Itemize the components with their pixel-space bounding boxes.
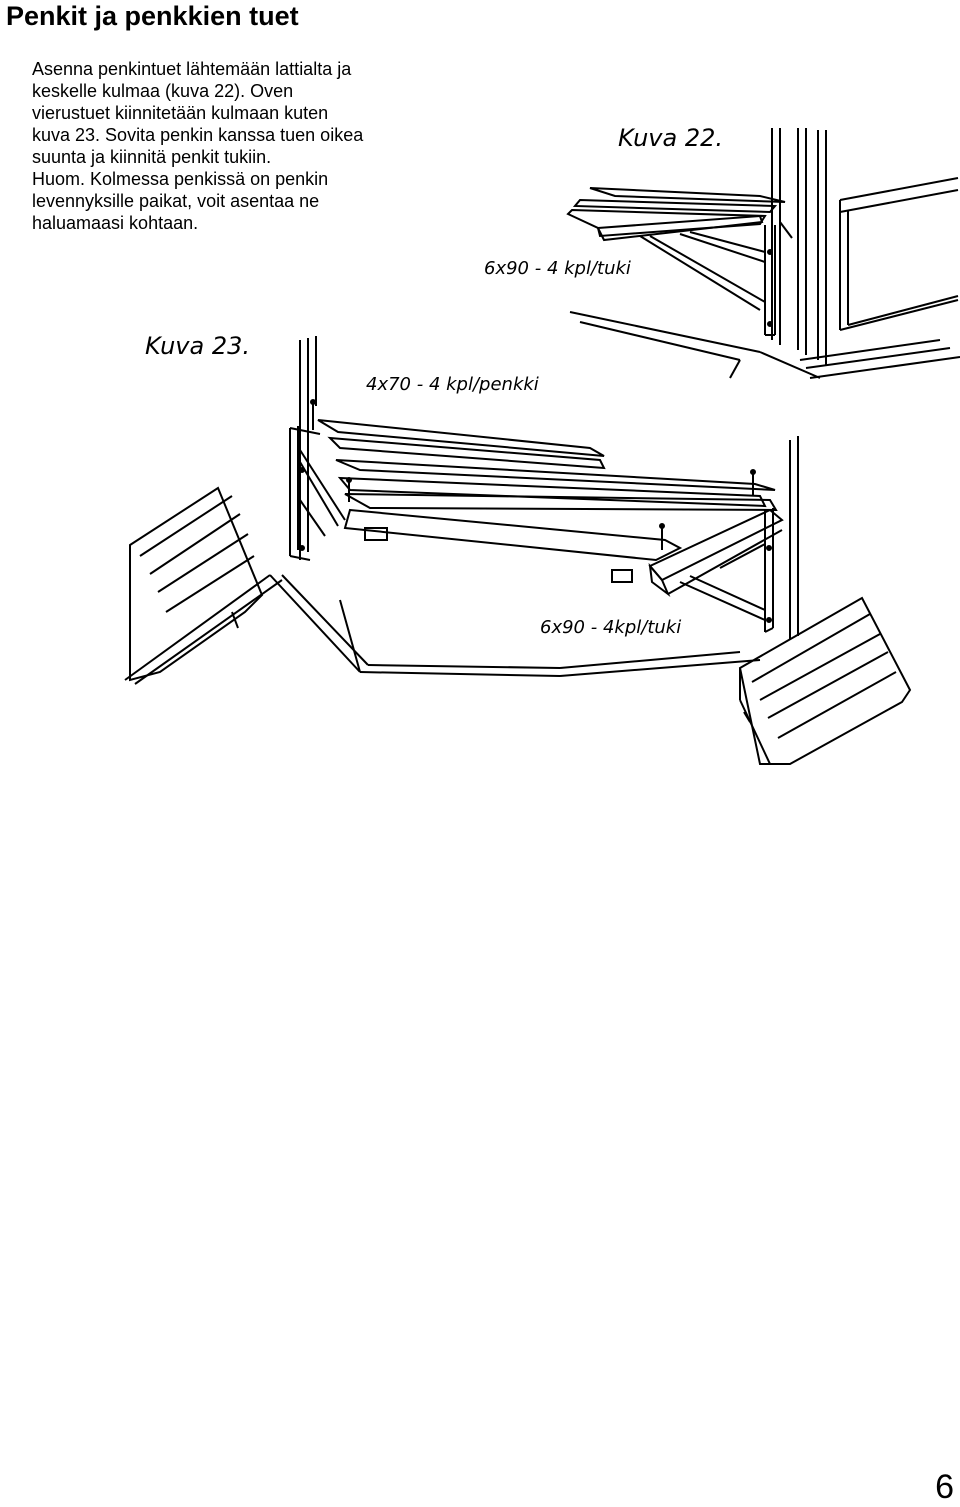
paragraph-line: kuva 23. Sovita penkin kanssa tuen oikea bbox=[32, 125, 364, 145]
page-title: Penkit ja penkkien tuet bbox=[6, 1, 299, 31]
page-number: 6 bbox=[935, 1468, 954, 1506]
paragraph-line: Asenna penkintuet lähtemään lattialta ja bbox=[32, 59, 352, 79]
paragraph-line: vierustuet kiinnitetään kulmaan kuten bbox=[32, 103, 329, 123]
paragraph-line: haluamaasi kohtaan. bbox=[32, 213, 199, 233]
paragraph-line: Huom. Kolmessa penkissä on penkin bbox=[32, 169, 329, 189]
bench-assembly-illustration bbox=[0, 0, 960, 780]
paragraph-line: levennyksille paikat, voit asentaa ne bbox=[32, 191, 320, 211]
figure-23-part-label-bottom: 6x90 - 4kpl/tuki bbox=[540, 617, 682, 638]
paragraph-line: keskelle kulmaa (kuva 22). Oven bbox=[32, 81, 294, 101]
figure-23-part-label-top: 4x70 - 4 kpl/penkki bbox=[366, 374, 539, 395]
paragraph-line: suunta ja kiinnitä penkit tukiin. bbox=[32, 147, 272, 167]
figure-22-part-label: 6x90 - 4 kpl/tuki bbox=[484, 258, 631, 279]
figure-23-drawing bbox=[125, 336, 910, 764]
figure-22-drawing bbox=[568, 128, 960, 378]
figure-23-caption: Kuva 23. bbox=[145, 332, 251, 360]
instruction-paragraph: Asenna penkintuet lähtemään lattialta ja… bbox=[32, 58, 452, 234]
figure-22-caption: Kuva 22. bbox=[618, 124, 724, 152]
